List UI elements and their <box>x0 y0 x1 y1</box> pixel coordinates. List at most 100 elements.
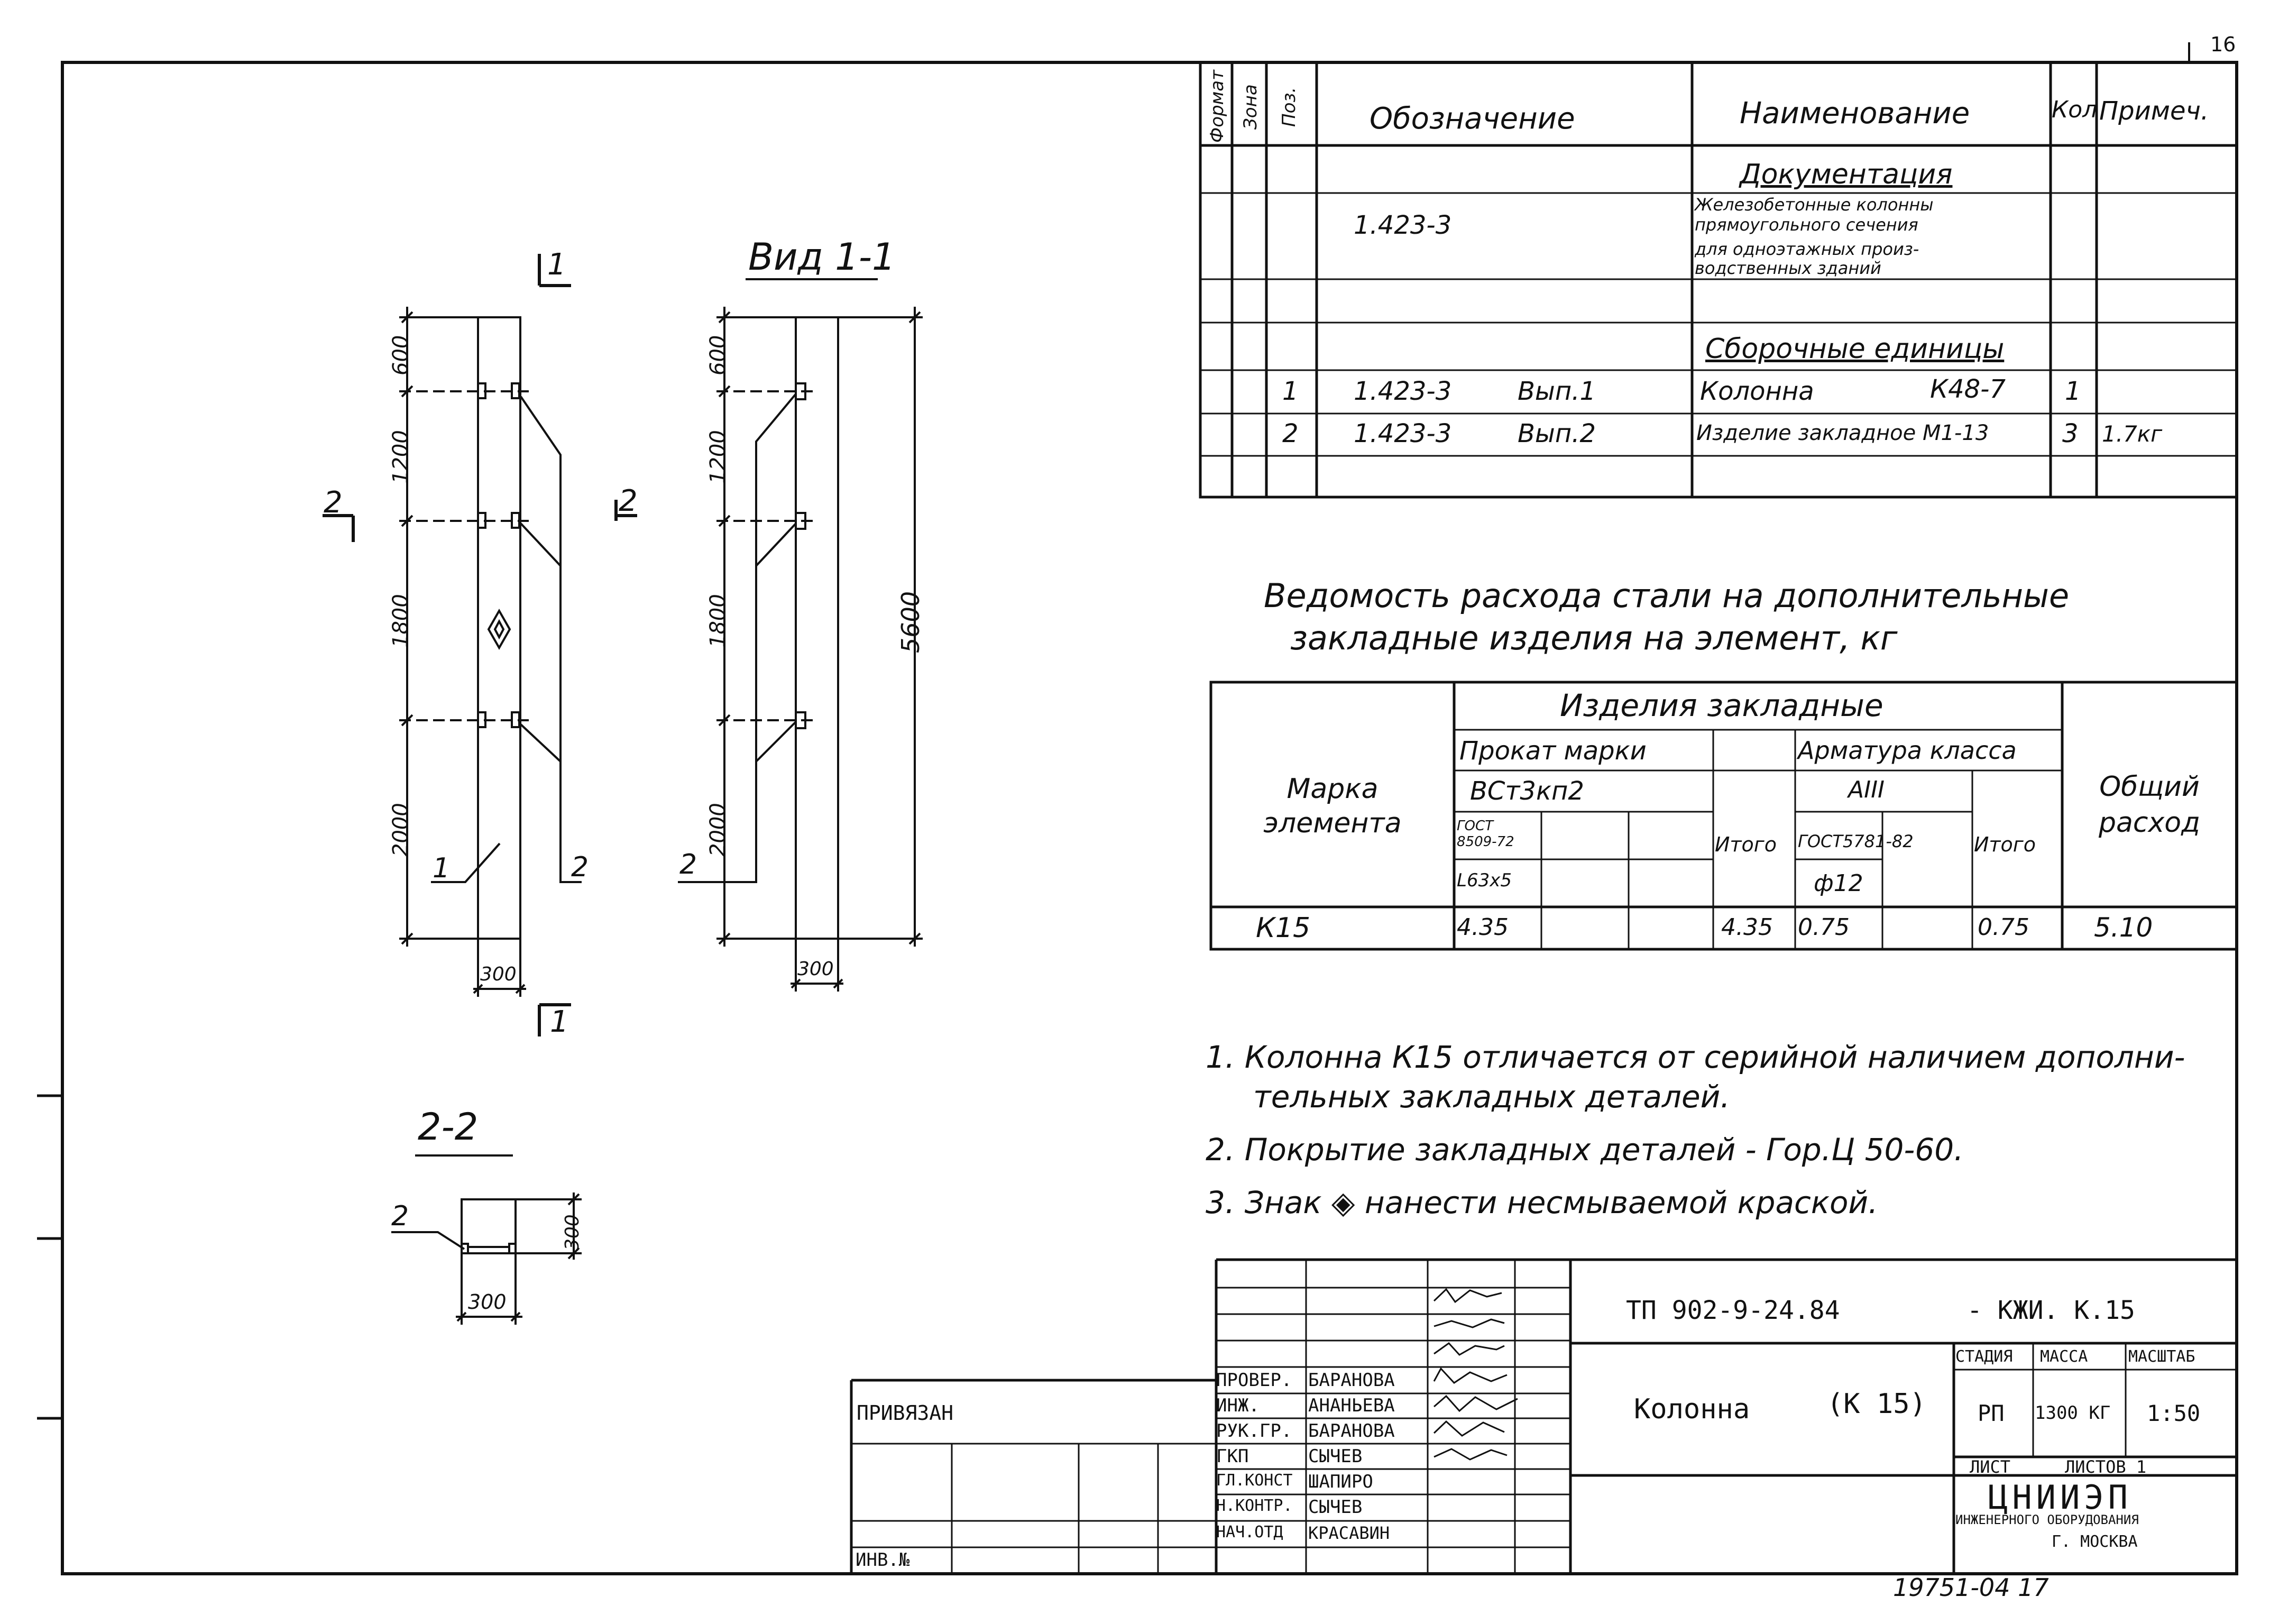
signer-name-6: СЫЧЕВ <box>1308 1497 1363 1518</box>
org-city: Г. МОСКВА <box>2052 1533 2138 1551</box>
steel-mark-header: Марка элемента <box>1263 773 1402 839</box>
spec-row1-qty: 1 <box>2065 377 2081 406</box>
signer-role-7: НАЧ.ОТД <box>1216 1523 1283 1542</box>
linked-label: ПРИВЯЗАН <box>857 1401 954 1425</box>
org-subtitle: ИНЖЕНЕРНОГО ОБОРУДОВАНИЯ <box>1955 1512 2139 1527</box>
spec-section-assemblies: Сборочные единицы <box>1705 333 2005 365</box>
note-1: 1. Колонна К15 отличается от серийной на… <box>1206 1039 2185 1075</box>
signer-name-7: КРАСАВИН <box>1308 1523 1390 1543</box>
dim-overall-5600: 5600 <box>896 591 925 653</box>
dim-left-600: 600 <box>389 335 413 375</box>
signer-role-3: РУК.ГР. <box>1216 1420 1292 1442</box>
spec-header-name: Наименование <box>1740 96 1970 131</box>
steel-rebar-class: АIII <box>1848 776 1885 803</box>
spec-row2-pos: 2 <box>1282 419 1299 448</box>
steel-row-overall: 5.10 <box>2094 912 2153 943</box>
steel-row-rebar-total: 0.75 <box>1978 914 2029 941</box>
scale-label: МАСШТАБ <box>2128 1347 2195 1366</box>
note-2: 2. Покрытие закладных деталей - Гор.Ц 50… <box>1206 1132 1964 1168</box>
steel-gost-rebar: ГОСТ5781-82 <box>1798 831 1914 851</box>
org-name: ЦНИИЭП <box>1988 1478 2132 1517</box>
signer-name-4: СЫЧЕВ <box>1308 1446 1363 1467</box>
mass-value: 1300 КГ <box>2035 1402 2111 1424</box>
signer-name-2: АНАНЬЕВА <box>1308 1395 1395 1416</box>
object-name: Колонна <box>1634 1393 1750 1425</box>
doc-code-suffix: - КЖИ. К.15 <box>1967 1296 2135 1325</box>
spec-row2-issue: Вып.2 <box>1518 419 1596 448</box>
spec-doc-name-3: для одноэтажных произ- <box>1695 239 1919 259</box>
spec-doc-name-4: водственных зданий <box>1695 258 1881 278</box>
dim-right-1200: 1200 <box>706 430 730 484</box>
steel-rebar-header: Арматура класса <box>1798 736 2017 765</box>
steel-total-rebar-label: Итого <box>1974 833 2036 856</box>
signer-name-3: БАРАНОВА <box>1308 1420 1395 1442</box>
spec-header-format: Формат <box>1207 70 1228 143</box>
note-1-cont: тельных закладных деталей. <box>1253 1079 1730 1115</box>
steel-row-rebar-val: 0.75 <box>1798 914 1850 941</box>
leader-1-label: 1 <box>433 852 451 884</box>
spec-doc-designation: 1.423-3 <box>1354 210 1452 240</box>
section-1-mark-top: 1 <box>547 247 566 282</box>
section-2-mark-right: 2 <box>619 484 638 518</box>
column-front-view <box>323 254 637 1036</box>
spec-doc-name-2: прямоугольного сечения <box>1695 215 1918 235</box>
steel-overall-header: Общий расход <box>2098 771 2200 839</box>
signer-role-1: ПРОВЕР. <box>1216 1370 1292 1391</box>
dim-left-2000: 2000 <box>389 803 413 857</box>
doc-code: ТП 902-9-24.84 <box>1626 1296 1840 1325</box>
steel-rolled-header: Прокат марки <box>1459 736 1647 766</box>
section-1-mark-bottom: 1 <box>550 1005 569 1039</box>
mass-label: МАССА <box>2040 1347 2088 1366</box>
spec-row1-pos: 1 <box>1282 377 1299 406</box>
signer-role-4: ГКП <box>1216 1446 1249 1467</box>
spec-doc-name-1: Железобетонные колонны <box>1695 195 1934 215</box>
spec-header-designation: Обозначение <box>1370 102 1575 136</box>
scale-value: 1:50 <box>2147 1400 2201 1426</box>
steel-total-rolled-label: Итого <box>1715 833 1777 856</box>
spec-row1-name: Колонна <box>1700 377 1814 406</box>
section-dim-h: 300 <box>562 1214 583 1251</box>
sheet-corner-number: 16 <box>2210 33 2236 56</box>
steel-title-1: Ведомость расхода стали на дополнительны… <box>1264 576 2070 615</box>
spec-row1-designation: 1.423-3 <box>1354 377 1452 406</box>
note-3: 3. Знак ◈ нанести несмываемой краской. <box>1206 1185 1878 1221</box>
steel-row-angle-val: 4.35 <box>1457 914 1509 941</box>
spec-row2-designation: 1.423-3 <box>1354 419 1452 448</box>
dim-width-front: 300 <box>480 964 517 985</box>
section-2-2-title: 2-2 <box>418 1105 479 1149</box>
steel-row-rolled-total: 4.35 <box>1721 914 1773 941</box>
section-2-2 <box>391 1154 582 1325</box>
leader-2-label-side: 2 <box>679 849 697 880</box>
steel-table-grid <box>1209 681 2238 951</box>
dim-left-1200: 1200 <box>389 430 413 484</box>
steel-angle: L63x5 <box>1457 870 1512 891</box>
signer-role-5: ГЛ.КОНСТ <box>1216 1471 1293 1490</box>
bottom-stamp: 19751-04 17 <box>1893 1573 2049 1602</box>
spec-header-zone: Зона <box>1240 84 1261 130</box>
spec-row2-name: Изделие закладное М1-13 <box>1696 421 1989 445</box>
steel-row-mark: К15 <box>1256 912 1311 944</box>
spec-row2-note: 1.7кг <box>2102 421 2163 447</box>
signer-role-6: Н.КОНТР. <box>1216 1497 1293 1515</box>
sheets-label: ЛИСТОВ 1 <box>2065 1457 2147 1477</box>
section-leader-2: 2 <box>391 1200 409 1232</box>
steel-title-2: закладные изделия на элемент, кг <box>1290 619 1898 657</box>
column-side-view <box>678 278 923 992</box>
leader-2-label-front: 2 <box>571 851 589 883</box>
dim-right-2000: 2000 <box>706 803 730 857</box>
view-title: Вид 1-1 <box>748 235 896 279</box>
spec-header-qty: Кол <box>2052 96 2098 123</box>
spec-row1-mark: К48-7 <box>1930 374 2006 404</box>
spec-header-note: Примеч. <box>2099 96 2209 126</box>
signer-name-5: ШАПИРО <box>1308 1471 1373 1492</box>
steel-embedded-header: Изделия закладные <box>1560 687 1883 723</box>
section-2-mark-left: 2 <box>324 485 343 520</box>
spec-row1-issue: Вып.1 <box>1518 377 1596 406</box>
spec-section-docs: Документация <box>1740 159 1953 190</box>
stage-label: СТАДИЯ <box>1955 1347 2013 1366</box>
signer-role-2: ИНЖ. <box>1216 1395 1260 1416</box>
steel-gost-rolled: ГОСТ 8509-72 <box>1457 818 1514 850</box>
object-mark: (К 15) <box>1827 1388 1926 1420</box>
inv-label: ИНВ.№ <box>856 1549 910 1571</box>
